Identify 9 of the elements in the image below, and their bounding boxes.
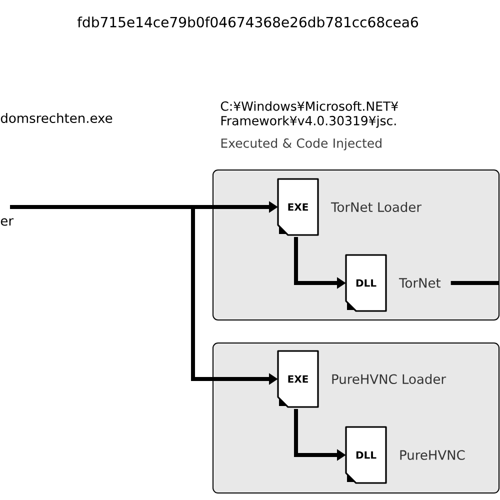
file-label: TorNet [398, 278, 441, 288]
node-label: C:¥Windows¥Microsoft.NET¥ Framework¥v4.0.30319¥jsc. [220, 101, 398, 128]
node-label: Executed & Code Injected [221, 138, 382, 150]
file-label: PureHVNC [400, 450, 465, 460]
hash-title: fdb715e14ce79b0f04674368e26db781cc68cea6 [77, 16, 418, 28]
file-label: PureHVNC Loader [332, 374, 446, 384]
file-name: er [0, 218, 14, 226]
file-label: TorNet Loader [330, 202, 422, 212]
file-name: domsrechten.exe [0, 112, 112, 124]
